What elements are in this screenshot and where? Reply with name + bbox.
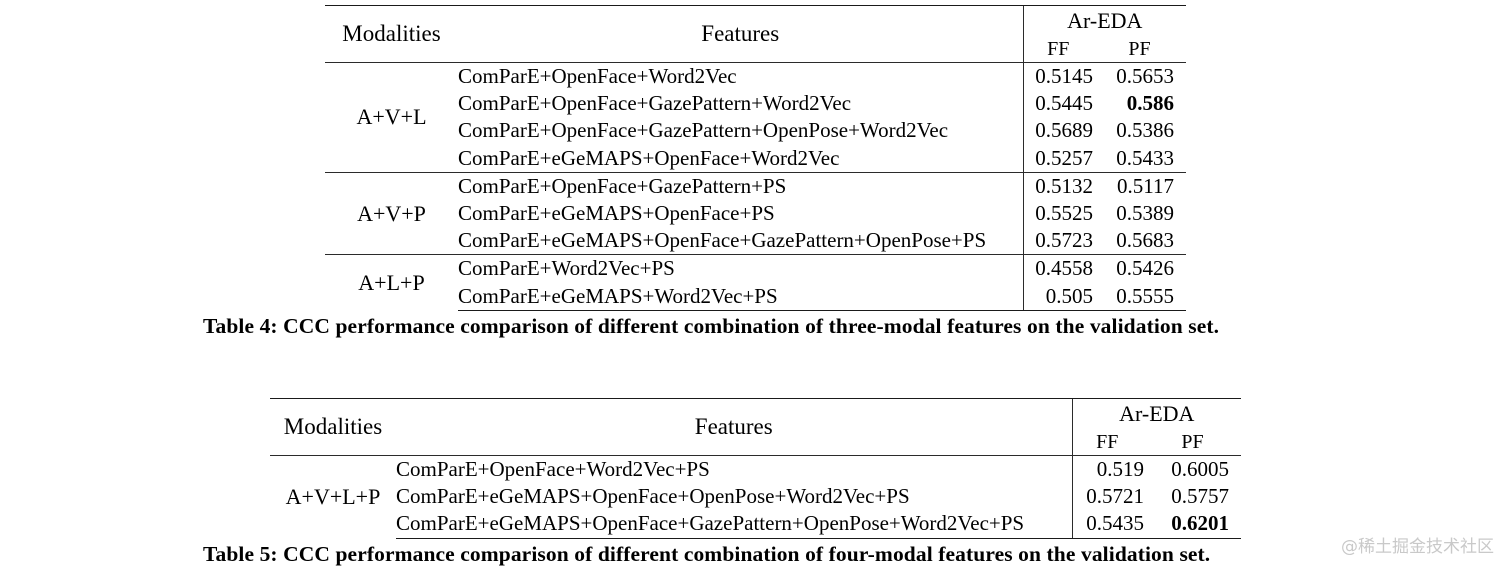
table-5-pf-0-1: 0.5757 bbox=[1171, 484, 1230, 509]
table-row: ComParE+eGeMAPS+OpenFace+GazePattern+Ope… bbox=[325, 227, 1186, 255]
table-4-header-features: Features bbox=[458, 5, 1023, 63]
table-4: Modalities Features Ar-EDA FF PF A+V+L C… bbox=[325, 5, 1187, 311]
table-row: A+L+P ComParE+Word2Vec+PS 0.4558 0.5426 bbox=[325, 254, 1187, 311]
table-4-modality-label-1: A+V+P bbox=[325, 171, 458, 255]
table-5-header-pf: PF bbox=[1181, 430, 1204, 453]
table-4-pf-0-1: 0.586 bbox=[1126, 91, 1175, 116]
table-row: ComParE+OpenFace+GazePattern+OpenPose+Wo… bbox=[325, 117, 1186, 145]
table-row: ComParE+eGeMAPS+OpenFace+GazePattern+Ope… bbox=[270, 510, 1242, 539]
table-4-ff-1-2: 0.5723 bbox=[1022, 227, 1105, 255]
table-4-ff-0-0: 0.5145 bbox=[1022, 62, 1105, 91]
table-4-pf-2-1: 0.5555 bbox=[1105, 282, 1187, 311]
table-4-header-modalities: Modalities bbox=[325, 5, 458, 63]
table-4-pf-0-3: 0.5433 bbox=[1116, 145, 1175, 170]
table-row: ComParE+eGeMAPS+OpenFace+Word2Vec 0.5257… bbox=[325, 144, 1186, 173]
table-5-pf-0-2: 0.6201 bbox=[1156, 510, 1242, 539]
table-5-header-row-2: FF PF bbox=[270, 429, 1241, 456]
table-4-pf-0-0: 0.5653 bbox=[1105, 62, 1187, 91]
table-4-pf-2-0: 0.5426 bbox=[1105, 254, 1187, 283]
table-4-header-row-1: Modalities Features Ar-EDA bbox=[325, 5, 1187, 63]
table-4-feature-1-0: ComParE+OpenFace+GazePattern+PS bbox=[458, 171, 1023, 200]
table-4-modality-label-0: A+V+L bbox=[325, 62, 458, 173]
table-4-caption: Table 4: CCC performance comparison of d… bbox=[203, 314, 1220, 338]
table-5-ff-0-1: 0.5721 bbox=[1071, 483, 1156, 511]
table-4-ff-2-1: 0.505 bbox=[1022, 282, 1105, 311]
table-4-ff-0-1: 0.5445 bbox=[1022, 90, 1105, 118]
table-5-feature-0-2: ComParE+eGeMAPS+OpenFace+GazePattern+Ope… bbox=[396, 510, 1072, 539]
table-4-feature-0-1: ComParE+OpenFace+GazePattern+Word2Vec bbox=[458, 91, 852, 116]
table-5-body: Modalities Features Ar-EDA FF PF A+V+L+P… bbox=[270, 398, 1242, 539]
table-4-ff-0-3: 0.5257 bbox=[1022, 144, 1105, 173]
table-row: A+V+L+P ComParE+OpenFace+Word2Vec+PS 0.5… bbox=[270, 455, 1242, 539]
table-4-ff-2-0: 0.4558 bbox=[1022, 254, 1105, 283]
table-4-ff-1-0: 0.5132 bbox=[1022, 171, 1105, 200]
table-4-pf-1-0: 0.5117 bbox=[1105, 171, 1187, 200]
table-4-feature-1-1: ComParE+eGeMAPS+OpenFace+PS bbox=[458, 201, 775, 226]
table-5-modality-label-0: A+V+L+P bbox=[270, 455, 396, 539]
table-4-ff-1-1: 0.5525 bbox=[1022, 199, 1105, 228]
table-4-feature-0-0: ComParE+OpenFace+Word2Vec bbox=[458, 62, 1023, 91]
table-5-feature-0-0: ComParE+OpenFace+Word2Vec+PS bbox=[396, 455, 1072, 484]
table-row: ComParE+eGeMAPS+Word2Vec+PS 0.505 0.5555 bbox=[325, 282, 1187, 311]
table-5-header-group-ar-eda: Ar-EDA bbox=[1071, 398, 1242, 429]
table-4-feature-2-0: ComParE+Word2Vec+PS bbox=[458, 254, 1023, 283]
table-5-pf-0-0: 0.6005 bbox=[1156, 455, 1242, 484]
table-5-header-row-1: Modalities Features Ar-EDA bbox=[270, 398, 1242, 456]
table-5-caption: Table 5: CCC performance comparison of d… bbox=[203, 542, 1211, 566]
table-row: A+V+L ComParE+OpenFace+Word2Vec 0.5145 0… bbox=[325, 62, 1187, 173]
table-5-header-modalities: Modalities bbox=[270, 398, 396, 456]
table-4-body: Modalities Features Ar-EDA FF PF A+V+L C… bbox=[325, 5, 1187, 311]
table-4-header-ff: FF bbox=[1022, 36, 1105, 63]
table-4-pf-0-2: 0.5386 bbox=[1116, 118, 1175, 143]
table-4-feature-1-2: ComParE+eGeMAPS+OpenFace+GazePattern+Ope… bbox=[458, 228, 987, 253]
table-4-container: Modalities Features Ar-EDA FF PF A+V+L C… bbox=[325, 5, 1187, 311]
table-5-container: Modalities Features Ar-EDA FF PF A+V+L+P… bbox=[270, 398, 1242, 539]
table-5-ff-0-0: 0.519 bbox=[1071, 455, 1156, 484]
table-4-feature-0-2: ComParE+OpenFace+GazePattern+OpenPose+Wo… bbox=[458, 118, 949, 143]
table-5-ff-0-2: 0.5435 bbox=[1071, 510, 1156, 539]
table-4-ff-0-2: 0.5689 bbox=[1022, 117, 1105, 145]
table-5-feature-0-1: ComParE+eGeMAPS+OpenFace+OpenPose+Word2V… bbox=[396, 484, 910, 509]
table-5-header-features: Features bbox=[396, 398, 1072, 456]
table-4-modality-label-2: A+L+P bbox=[325, 254, 458, 311]
table-5: Modalities Features Ar-EDA FF PF A+V+L+P… bbox=[270, 398, 1242, 539]
table-4-header-row-2: FF PF bbox=[325, 36, 1186, 63]
table-row: ComParE+eGeMAPS+OpenFace+PS 0.5525 0.538… bbox=[325, 199, 1186, 228]
table-4-feature-0-3: ComParE+eGeMAPS+OpenFace+Word2Vec bbox=[458, 145, 840, 170]
table-row: ComParE+OpenFace+GazePattern+Word2Vec 0.… bbox=[325, 90, 1186, 118]
table-4-pf-1-2: 0.5683 bbox=[1116, 228, 1175, 253]
table-row: ComParE+eGeMAPS+OpenFace+OpenPose+Word2V… bbox=[270, 483, 1241, 511]
table-4-header-group-ar-eda: Ar-EDA bbox=[1022, 5, 1187, 36]
table-5-header-ff: FF bbox=[1071, 429, 1156, 456]
watermark: @稀土掘金技术社区 bbox=[1341, 537, 1494, 557]
table-4-pf-1-1: 0.5389 bbox=[1116, 201, 1175, 226]
table-4-feature-2-1: ComParE+eGeMAPS+Word2Vec+PS bbox=[458, 282, 1023, 311]
table-4-header-pf: PF bbox=[1128, 37, 1151, 60]
table-row: A+V+P ComParE+OpenFace+GazePattern+PS 0.… bbox=[325, 171, 1187, 255]
